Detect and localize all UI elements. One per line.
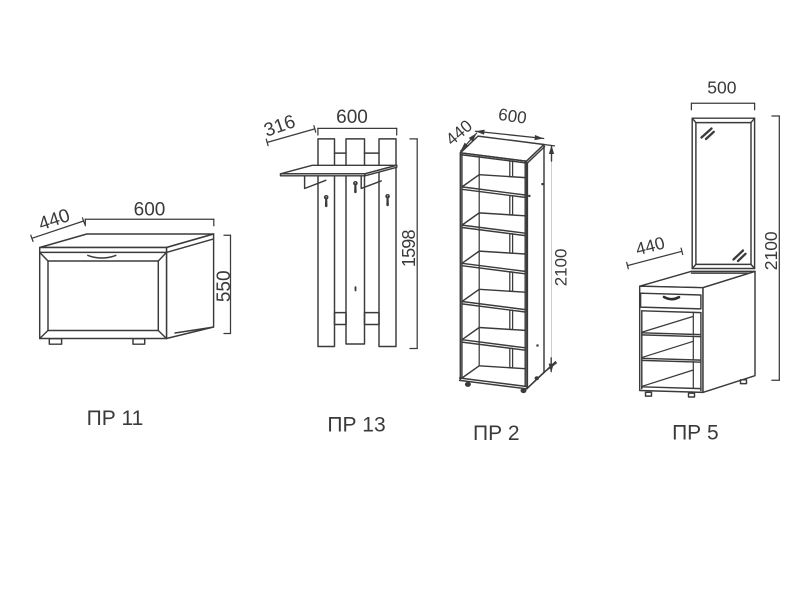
svg-text:1598: 1598 xyxy=(399,229,419,267)
svg-text:550: 550 xyxy=(214,270,235,302)
svg-text:316: 316 xyxy=(261,111,298,141)
svg-text:440: 440 xyxy=(36,205,73,235)
svg-text:600: 600 xyxy=(134,200,166,221)
svg-text:ПР 2: ПР 2 xyxy=(473,422,520,445)
svg-text:ПР 5: ПР 5 xyxy=(672,422,719,445)
svg-text:600: 600 xyxy=(497,105,528,128)
svg-text:600: 600 xyxy=(336,107,368,128)
svg-text:500: 500 xyxy=(707,78,736,98)
svg-text:ПР 13: ПР 13 xyxy=(327,414,385,437)
svg-text:440: 440 xyxy=(633,232,667,259)
svg-text:2100: 2100 xyxy=(552,248,571,286)
svg-text:ПР 11: ПР 11 xyxy=(87,407,144,430)
svg-text:2100: 2100 xyxy=(761,231,781,270)
